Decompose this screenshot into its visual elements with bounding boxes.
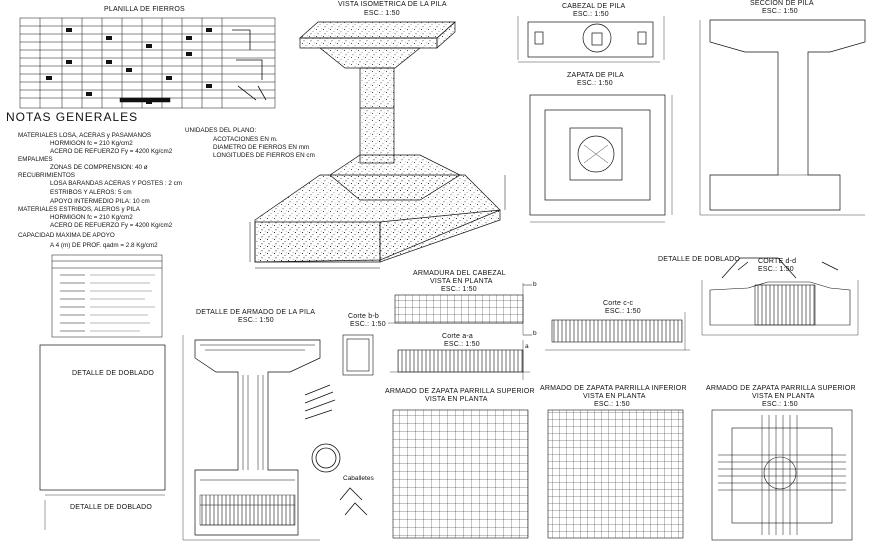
rebar-schedule-table [19, 17, 276, 109]
cap-reinf-scale: ESC.: 1:50 [441, 286, 477, 293]
bending-detail-bottom-title: DETALLE DE DOBLADO [70, 504, 153, 511]
section-d-d [701, 280, 859, 336]
section-c-c [545, 312, 690, 351]
isometric-pier-view [249, 21, 506, 269]
section-title: SECCION DE PILA [750, 0, 814, 7]
section-dd-scale: ESC.: 1:50 [758, 266, 794, 273]
footing-bottom-scale: ESC.: 1:50 [594, 401, 630, 408]
notes-line: MATERIALES LOSA, ACERAS y PASAMANOS [18, 132, 152, 139]
notes-heading: NOTAS GENERALES [6, 110, 139, 124]
footing-top-mesh-b [711, 409, 853, 541]
footing-top-a-title: ARMADO DE ZAPATA PARRILLA SUPERIOR [385, 388, 535, 395]
notes-line: ACERO DE REFUERZO Fy = 4200 Kg/cm2 [50, 148, 173, 155]
section-aa-title: Corte a-a [442, 333, 473, 340]
units-line: DIAMETRO DE FIERROS EN mm [213, 144, 310, 151]
pier-footing-plan [529, 94, 673, 223]
cap-reinf-title: ARMADURA DEL CABEZAL [413, 270, 506, 277]
pier-reinforcement-detail [182, 335, 321, 541]
footing-top-b-scale: ESC.: 1:50 [762, 401, 798, 408]
section-b-b [342, 334, 374, 376]
section-bb-title: Corte b-b [348, 313, 379, 320]
footing-bottom-mesh [547, 409, 684, 539]
footing-top-b-title: ARMADO DE ZAPATA PARRILLA SUPERIOR [706, 385, 856, 392]
stirrup-details [304, 384, 341, 473]
footing-top-mesh-a [392, 409, 529, 539]
cap-title: CABEZAL DE PILA [562, 3, 626, 10]
chair-bars [339, 487, 368, 516]
notes-line: MATERIALES ESTRIBOS, ALEROS y PILA [18, 206, 141, 213]
cap-reinf-view: VISTA EN PLANTA [430, 278, 493, 285]
iso-scale: ESC.: 1:50 [364, 10, 400, 17]
units-line: ACOTACIONES EN m. [213, 136, 278, 143]
section-markers [523, 284, 532, 336]
legend-box [51, 254, 163, 338]
units-line: UNIDADES DEL PLANO: [185, 127, 257, 134]
footing-top-a-view: VISTA EN PLANTA [425, 396, 488, 403]
pier-section [699, 19, 866, 216]
bending-detail-top-title: DETALLE DE DOBLADO [658, 256, 741, 263]
cut-marker-b-bottom: b [533, 330, 537, 337]
section-dd-title: CORTE d-d [758, 258, 797, 265]
notes-line: APOYO INTERMEDIO PILA: 10 cm [50, 198, 150, 205]
notes-line: CAPACIDAD MAXIMA DE APOYO [18, 232, 115, 239]
iso-title: VISTA ISOMETRICA DE LA PILA [338, 1, 447, 8]
notes-line: EMPALMES [18, 156, 53, 163]
cut-marker-b-top: b [533, 281, 537, 288]
notes-line: ACERO DE REFUERZO Fy = 4200 Kg/cm2 [50, 222, 173, 229]
section-cc-scale: ESC.: 1:50 [605, 308, 641, 315]
footing-top-b-view: VISTA EN PLANTA [752, 393, 815, 400]
cap-scale: ESC.: 1:50 [573, 11, 609, 18]
pier-reinf-title: DETALLE DE ARMADO DE LA PILA [196, 309, 316, 316]
notes-line: HORMIGON fc = 210 Kg/cm2 [50, 140, 133, 147]
cap-reinforcement-plan [388, 283, 524, 335]
footing-title: ZAPATA DE PILA [567, 72, 624, 79]
pier-reinf-scale: ESC.: 1:50 [238, 317, 274, 324]
section-scale: ESC.: 1:50 [762, 8, 798, 15]
section-cc-title: Corte c-c [603, 300, 634, 307]
notes-line: LOSA BARANDAS ACERAS Y POSTES : 2 cm [50, 180, 183, 187]
schedule-title: PLANILLA DE FIERROS [104, 6, 185, 13]
notes-line: A 4 (m) DE PROF. qadm = 2.8 Kg/cm2 [50, 242, 158, 249]
cut-marker-a: a [525, 343, 529, 350]
section-a-a [390, 340, 530, 380]
notes-line: ZONAS DE COMPRENSION: 40 ø [50, 164, 148, 171]
units-line: LONGITUDES DE FIERROS EN cm [213, 152, 315, 159]
footing-scale: ESC.: 1:50 [577, 80, 613, 87]
footing-bottom-title: ARMADO DE ZAPATA PARRILLA INFERIOR [540, 385, 687, 392]
bending-detail-top [721, 257, 839, 279]
notes-line: RECUBRIMIENTOS [18, 172, 75, 179]
notes-line: ESTRIBOS Y ALEROS: 5 cm [50, 189, 132, 196]
bending-detail-left-title: DETALLE DE DOBLADO [72, 370, 155, 377]
footing-bottom-view: VISTA EN PLANTA [583, 393, 646, 400]
bending-detail-left [39, 344, 166, 530]
notes-line: HORMIGON fc = 210 Kg/cm2 [50, 214, 133, 221]
section-aa-scale: ESC.: 1:50 [444, 341, 480, 348]
pier-cap-plan [517, 16, 665, 63]
chairs-label: Caballetes [343, 475, 374, 482]
section-bb-scale: ESC.: 1:50 [350, 321, 386, 328]
